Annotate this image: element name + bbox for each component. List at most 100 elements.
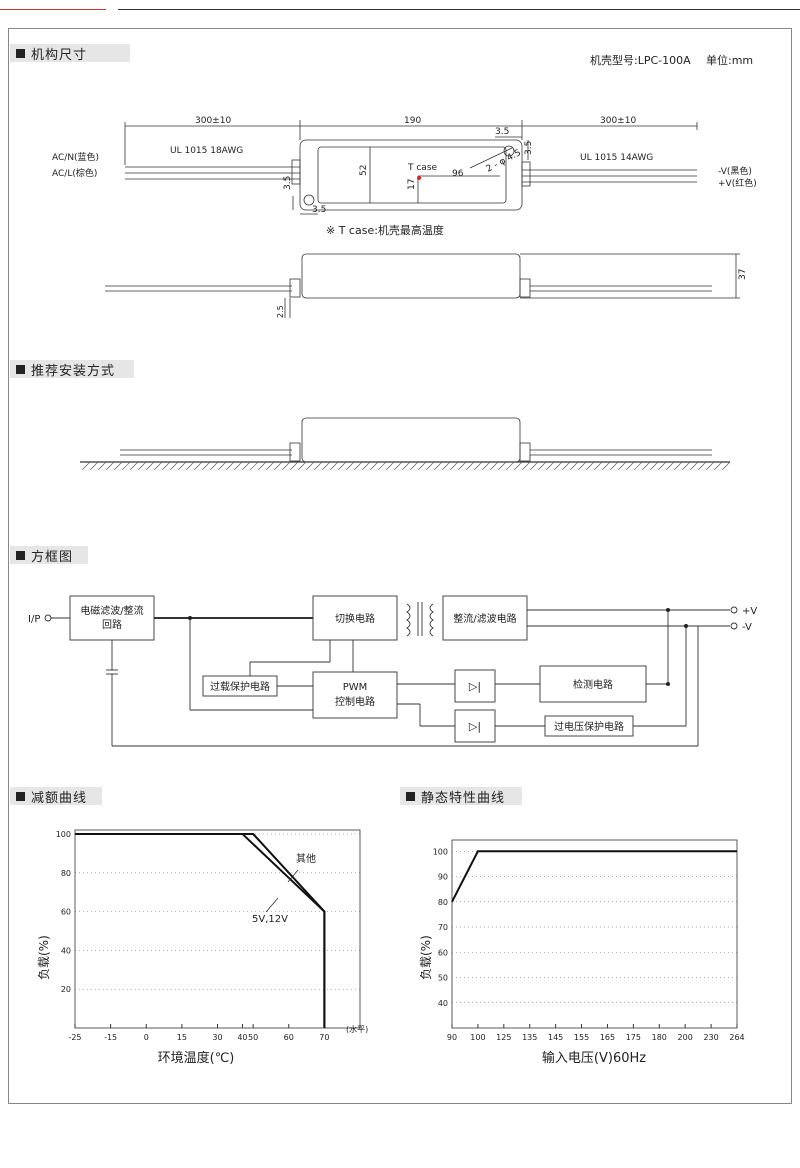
dim-17: 17 (407, 179, 417, 190)
vneg-output: -V (742, 622, 752, 633)
x-unit: (水平) (346, 1024, 368, 1034)
dim-35-left: 3.5 (283, 176, 293, 190)
x-tick-label: 165 (600, 1033, 615, 1042)
y-tick-label: 60 (438, 948, 448, 957)
y-tick-label: 40 (438, 999, 448, 1008)
dim-body-len: 190 (404, 116, 421, 126)
pwm-label-2: 控制电路 (335, 695, 375, 708)
x-tick-label: 155 (574, 1033, 589, 1042)
vpos-label: +V(红色) (718, 177, 757, 189)
x-tick-label: 90 (447, 1033, 457, 1042)
x-tick-label: 135 (522, 1033, 537, 1042)
x-tick-label: 40 (237, 1033, 247, 1042)
series-other-line (75, 832, 326, 1028)
x-axis-label: 环境温度(℃) (158, 1050, 235, 1066)
section-block: 方框图 (10, 546, 88, 565)
y-tick-label: 90 (438, 873, 448, 882)
y-tick-label: 60 (61, 908, 71, 917)
detect-label: 检测电路 (573, 678, 613, 691)
emi-label-2: 回路 (102, 618, 122, 631)
y-tick-label: 40 (61, 946, 71, 955)
x-tick-label: 100 (470, 1033, 485, 1042)
x-axis-label-2: 输入电压(V)60Hz (542, 1050, 646, 1066)
dim-35-right: 3.5 (524, 141, 534, 155)
label-5v12v: 5V,12V (252, 914, 288, 925)
pwm-box (312, 671, 398, 719)
pwm-label: PWM (343, 682, 368, 693)
olp-label: 过载保护电路 (210, 680, 270, 693)
header-rule-left (0, 9, 106, 10)
x-tick-label: 180 (652, 1033, 667, 1042)
x-tick-label: 30 (212, 1033, 222, 1042)
dim-35-bottom: 3.5 (312, 205, 326, 215)
y-tick-label: 100 (433, 847, 448, 856)
vneg-label: -V(黑色) (718, 165, 752, 177)
x-tick-label: 230 (703, 1033, 718, 1042)
y-tick-label: 100 (56, 830, 71, 839)
y-tick-label: 50 (438, 974, 448, 983)
optocoupler-icon: ▷| (469, 680, 481, 693)
x-tick-label: 200 (678, 1033, 693, 1042)
block-diagram: ▷| ▷| I/P 电磁滤波/整流 回路 切换电路 整流/滤波电路 +V -V … (28, 595, 757, 747)
acn-label: AC/N(蓝色) (52, 151, 99, 163)
x-tick-label: 125 (496, 1033, 511, 1042)
y-tick-label: 80 (61, 869, 71, 878)
ovp-label: 过电压保护电路 (554, 720, 624, 733)
unit-label: 单位:mm (706, 53, 753, 67)
dim-right-wire: 300±10 (600, 116, 636, 126)
switch-label: 切换电路 (335, 612, 375, 625)
square-bullet-icon (16, 364, 25, 374)
x-tick-label: -25 (68, 1033, 81, 1042)
emi-box (69, 595, 155, 641)
x-tick-label: 0 (144, 1033, 149, 1042)
mounting-drawing (80, 417, 731, 471)
right-wire-label: UL 1015 14AWG (580, 153, 653, 163)
tcase-note: ※ T case:机壳最高温度 (326, 223, 444, 237)
y-axis-label-2: 负载(%) (419, 935, 433, 980)
x-tick-label: 15 (177, 1033, 187, 1042)
dim-25: 2.5 (276, 305, 285, 318)
series-static-line (451, 850, 737, 903)
x-tick-label: 175 (626, 1033, 641, 1042)
square-bullet-icon (16, 48, 25, 58)
y-axis-label: 负载(%) (37, 935, 51, 980)
section-mounting: 推荐安装方式 (10, 360, 134, 379)
mechanical-drawing: 机壳型号:LPC-100A 单位:mm 300±10 190 300±10 3.… (52, 53, 757, 318)
tcase-label: T case (407, 163, 438, 173)
acl-label: AC/L(棕色) (52, 167, 97, 179)
x-tick-label: 70 (319, 1033, 329, 1042)
dim-35-top: 3.5 (495, 127, 509, 137)
page-frame (8, 28, 792, 1104)
x-tick-label: 145 (548, 1033, 563, 1042)
y-tick-label: 20 (61, 985, 71, 994)
dim-37: 37 (738, 269, 748, 280)
optocoupler-icon: ▷| (469, 720, 481, 733)
section-static: 静态特性曲线 (400, 787, 522, 806)
y-tick-label: 70 (438, 923, 448, 932)
left-wire-label: UL 1015 18AWG (170, 146, 243, 156)
section-derating: 减额曲线 (10, 787, 102, 806)
x-tick-label: 50 (248, 1033, 258, 1042)
dim-96: 96 (452, 169, 464, 179)
x-tick-label: 60 (284, 1033, 294, 1042)
rect-box (442, 595, 528, 641)
tcase-point-icon (417, 176, 421, 180)
series-5v12v-line (75, 832, 326, 1028)
x-tick-label: 264 (729, 1033, 744, 1042)
square-bullet-icon (406, 791, 415, 801)
label-other: 其他 (296, 852, 316, 865)
dim-52: 52 (359, 165, 369, 176)
rect-label: 整流/滤波电路 (453, 612, 516, 625)
y-tick-label: 80 (438, 898, 448, 907)
emi-label: 电磁滤波/整流 (80, 604, 143, 617)
ip-label: I/P (28, 614, 40, 625)
x-tick-label: -15 (104, 1033, 117, 1042)
case-model: 机壳型号:LPC-100A (590, 53, 691, 67)
square-bullet-icon (16, 550, 25, 560)
square-bullet-icon (16, 791, 25, 801)
section-mechanical: 机构尺寸 (10, 44, 130, 63)
header-rule-right (118, 9, 800, 10)
dim-left-wire: 300±10 (195, 116, 231, 126)
vpos-output: +V (742, 606, 757, 617)
